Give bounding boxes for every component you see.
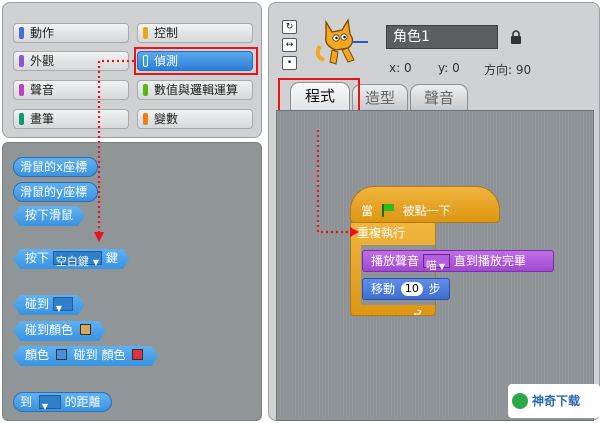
chevron-down-icon: ▼	[92, 257, 99, 267]
no-rotate-icon[interactable]: •	[282, 56, 297, 70]
green-flag-icon	[381, 204, 395, 217]
key-dropdown[interactable]: 空白鍵▼	[53, 251, 102, 265]
tab-label: 程式	[304, 87, 335, 105]
touching-dropdown[interactable]: ▼	[53, 297, 73, 311]
move-steps-block[interactable]: 移動 10 步	[362, 278, 450, 300]
tab-costumes[interactable]: 造型	[352, 84, 408, 110]
block-touching[interactable]: 碰到 ▼	[13, 295, 85, 315]
block-label: 碰到顏色	[25, 323, 74, 337]
category-color-bar	[19, 84, 24, 96]
category-operators[interactable]: 數值與邏輯運算	[137, 80, 253, 100]
sprite-y-readout: y: 0	[438, 61, 460, 75]
cat-sprite-thumbnail	[315, 18, 368, 65]
block-mouse-y[interactable]: 滑鼠的y座標	[13, 182, 99, 202]
block-label: 按下滑鼠	[25, 208, 74, 222]
chevron-down-icon: ▼	[438, 261, 445, 271]
block-label: 到	[20, 395, 33, 409]
sprite-name-field[interactable]: 角色1	[386, 25, 498, 49]
category-label: 變數	[154, 112, 179, 126]
watermark-text: 神奇下载	[532, 394, 581, 408]
block-color-touching-color[interactable]: 顏色 碰到 顏色	[13, 346, 158, 366]
block-mouse-down[interactable]: 按下滑鼠	[13, 206, 85, 226]
category-label: 畫筆	[30, 112, 55, 126]
block-label: 鍵	[105, 251, 118, 265]
sensing-highlight-box	[134, 47, 258, 75]
category-color-bar	[143, 55, 148, 67]
block-label: 碰到	[25, 297, 50, 311]
block-label: 按下	[25, 251, 50, 265]
chevron-down-icon: ▼	[55, 303, 62, 313]
block-label: 碰到 顏色	[73, 348, 126, 362]
category-palette: 動作 控制 外觀 偵測 聲音 數值與邏輯運算 畫筆 變數	[2, 2, 262, 138]
category-sensing[interactable]: 偵測	[137, 51, 253, 71]
tab-label: 造型	[364, 89, 395, 107]
category-label: 外觀	[30, 54, 55, 68]
chevron-down-icon: ▼	[41, 401, 48, 411]
color-swatch[interactable]	[132, 349, 143, 360]
sprite-name-value: 角色1	[393, 29, 430, 45]
sprite-x-readout: x: 0	[389, 61, 412, 75]
steps-input[interactable]: 10	[400, 281, 423, 296]
category-color-bar	[143, 84, 148, 96]
category-label: 控制	[154, 26, 179, 40]
block-mouse-x[interactable]: 滑鼠的x座標	[13, 157, 99, 177]
play-sound-until-done-block[interactable]: 播放聲音 喵▼ 直到播放完畢	[362, 250, 554, 272]
category-looks[interactable]: 外觀	[13, 51, 129, 71]
category-color-bar	[143, 113, 148, 125]
category-sound[interactable]: 聲音	[13, 80, 129, 100]
category-color-bar	[143, 27, 148, 39]
category-label: 聲音	[30, 83, 55, 97]
category-color-bar	[19, 27, 24, 39]
block-label: 移動	[371, 282, 396, 296]
block-label: 當	[361, 204, 374, 218]
block-label: 直到播放完畢	[453, 254, 526, 268]
category-label: 偵測	[154, 54, 179, 68]
key-dropdown-value: 空白鍵	[55, 254, 89, 268]
category-control[interactable]: 控制	[137, 23, 253, 43]
block-label: 的距離	[64, 395, 101, 409]
block-label: 滑鼠的y座標	[20, 185, 88, 199]
tab-scripts[interactable]: 程式	[290, 82, 350, 110]
sound-dropdown[interactable]: 喵▼	[422, 253, 450, 271]
category-color-bar	[19, 55, 24, 67]
category-color-bar	[19, 113, 24, 125]
site-watermark: 神奇下载	[508, 384, 600, 418]
loop-arrow-icon: ⮐	[413, 308, 422, 319]
rotate-all-around-icon[interactable]: ↻	[282, 20, 297, 34]
lock-icon[interactable]	[510, 30, 522, 45]
block-key-pressed[interactable]: 按下 空白鍵▼ 鍵	[13, 249, 130, 269]
color-swatch[interactable]	[56, 349, 67, 360]
category-label: 動作	[30, 26, 55, 40]
category-motion[interactable]: 動作	[13, 23, 129, 43]
block-label: 重複執行	[357, 226, 406, 240]
watermark-logo-icon	[512, 393, 528, 409]
block-palette: 滑鼠的x座標 滑鼠的y座標 按下滑鼠 按下 空白鍵▼ 鍵 碰到 ▼ 碰到顏色 顏…	[2, 142, 262, 421]
block-label: 播放聲音	[371, 254, 420, 268]
color-swatch[interactable]	[80, 324, 91, 335]
when-flag-clicked-block[interactable]: 當 被點一下	[350, 186, 500, 223]
category-pen[interactable]: 畫筆	[13, 109, 129, 129]
block-label: 步	[428, 282, 441, 296]
tab-sounds[interactable]: 聲音	[410, 84, 468, 110]
distance-dropdown[interactable]: ▼	[38, 394, 61, 411]
block-label: 被點一下	[402, 204, 451, 218]
sprite-direction-readout: 方向: 90	[484, 63, 532, 77]
block-touching-color[interactable]: 碰到顏色	[13, 321, 106, 341]
category-variables[interactable]: 變數	[137, 109, 253, 129]
block-label: 顏色	[25, 348, 50, 362]
left-right-flip-icon[interactable]: ↔	[282, 38, 297, 52]
sound-dropdown-value: 喵	[425, 258, 437, 272]
block-label: 滑鼠的x座標	[20, 160, 88, 174]
tab-label: 聲音	[423, 89, 454, 107]
category-label: 數值與邏輯運算	[154, 83, 239, 97]
block-distance-to[interactable]: 到 ▼ 的距離	[13, 392, 112, 412]
